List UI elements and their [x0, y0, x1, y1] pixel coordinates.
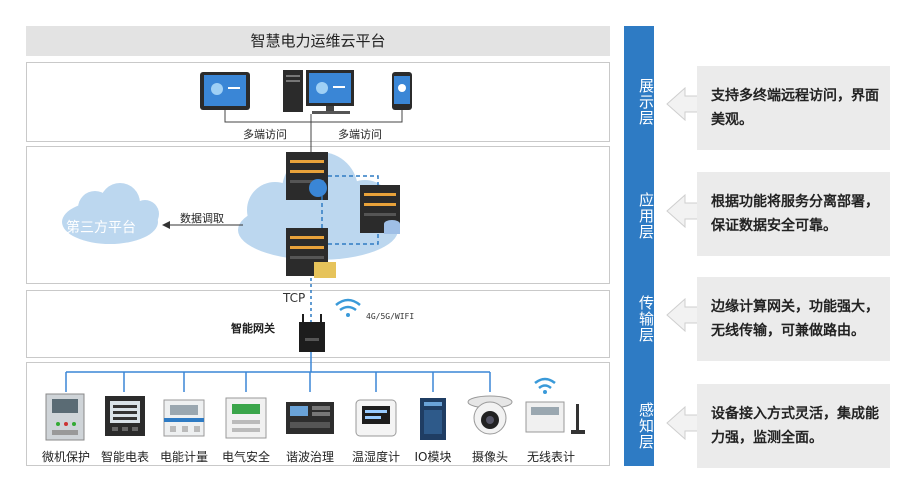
access-label-right: 多端访问: [338, 128, 382, 141]
device-bus: [65, 352, 491, 392]
layer-desc-text: 根据功能将服务分离部署，保证数据安全可靠。: [711, 194, 879, 234]
layer-name-perception: 感知层: [637, 402, 655, 450]
electrical-safety-icon: [225, 397, 267, 439]
device-label: 电气安全: [221, 450, 270, 464]
server-bottom-icon: [286, 228, 336, 278]
harmonic-filter-icon: [286, 402, 334, 434]
tcp-label: TCP: [283, 291, 306, 305]
device-label: 无线表计: [526, 450, 575, 464]
device-label: 温湿度计: [351, 450, 400, 464]
io-module-icon: [420, 398, 446, 440]
device-label: 微机保护: [41, 450, 90, 464]
smartphone-icon: [392, 72, 412, 110]
device-label: IO模块: [414, 450, 452, 464]
device-label: 电能计量: [159, 450, 208, 464]
device-label: 摄像头: [471, 450, 508, 464]
device-label: 谐波治理: [285, 450, 334, 464]
server-top-icon: [286, 152, 328, 200]
thermo-hygrometer-icon: [355, 399, 397, 437]
third-party-platform-label: 第三方平台: [66, 220, 136, 236]
layer-name-application: 应用层: [637, 192, 655, 240]
layer-desc-transport: 边缘计算网关，功能强大，无线传输，可兼做路由。: [697, 277, 890, 361]
callout-arrow-icons: [666, 86, 700, 441]
access-label-left: 多端访问: [243, 128, 287, 141]
server-links: [321, 175, 379, 245]
third-party-cloud-icon: [62, 183, 159, 244]
layer-desc-text: 设备接入方式灵活，集成能力强，监测全面。: [711, 406, 879, 446]
camera-icon: [467, 395, 513, 435]
data-call-arrow-icon: [162, 221, 243, 229]
platform-title: 智慧电力运维云平台: [26, 26, 610, 56]
gateway-label: 智能网关: [231, 322, 275, 335]
layer-desc-display: 支持多终端远程访问，界面美观。: [697, 66, 890, 150]
wireless-protocol-label: 4G/5G/WIFI: [366, 312, 415, 321]
wireless-meter-icon: [525, 377, 585, 434]
layer-name-display: 展示层: [637, 78, 655, 126]
layer-name-transport: 传输层: [637, 295, 655, 343]
layer-desc-text: 边缘计算网关，功能强大，无线传输，可兼做路由。: [711, 299, 879, 339]
device-label: 智能电表: [100, 450, 149, 464]
relay-protection-icon: [45, 393, 85, 441]
data-call-label: 数据调取: [180, 212, 224, 225]
tablet-icon: [200, 72, 250, 110]
layer-desc-perception: 设备接入方式灵活，集成能力强，监测全面。: [697, 384, 890, 468]
desktop-pc-icon: [283, 70, 354, 114]
wifi-icon: [335, 298, 361, 317]
layer-desc-application: 根据功能将服务分离部署，保证数据安全可靠。: [697, 172, 890, 256]
smart-meter-icon: [105, 396, 145, 436]
layer-column: 展示层 应用层 传输层 感知层: [624, 26, 655, 466]
gateway-icon: [299, 314, 325, 352]
energy-meter-icon: [163, 399, 205, 437]
layer-desc-text: 支持多终端远程访问，界面美观。: [711, 88, 879, 128]
server-right-icon: [360, 185, 400, 234]
